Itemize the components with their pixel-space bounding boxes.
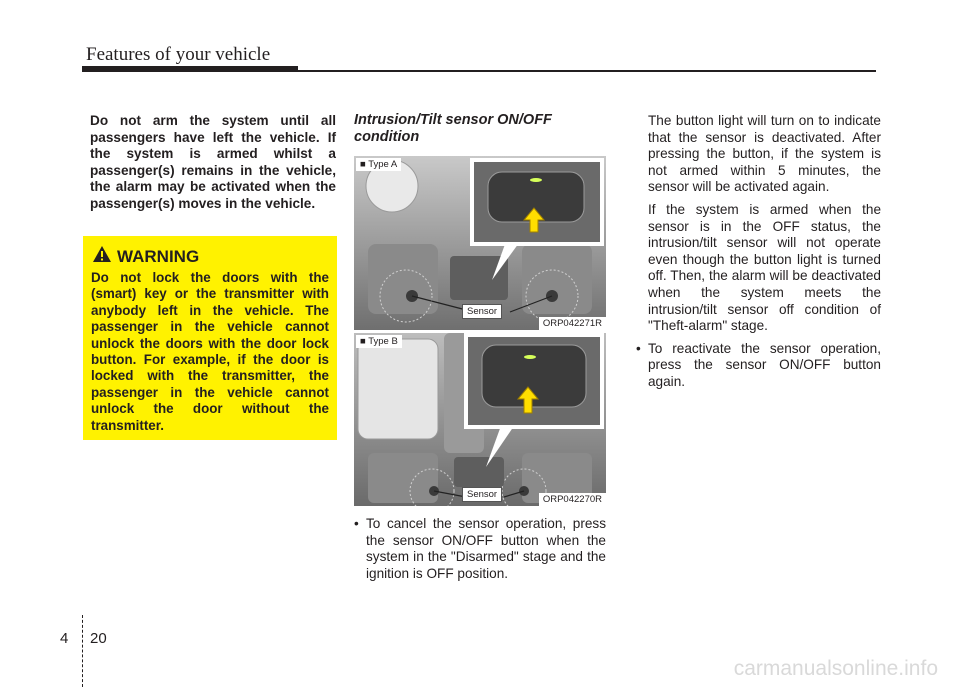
- watermark-text: carmanualsonline.info: [733, 657, 938, 680]
- figure-a-type-label: ■ Type A: [356, 158, 402, 171]
- footer-divider: [82, 615, 83, 687]
- warning-body: Do not lock the doors with the (smart) k…: [91, 270, 329, 433]
- figure-b-type-label: ■ Type B: [356, 335, 402, 348]
- page-number: 20: [90, 630, 107, 647]
- figure-type-b: ■ Type B Sensor ORP042270R: [354, 333, 606, 506]
- section-heading: Intrusion/Tilt sensor ON/OFF condition: [354, 112, 552, 145]
- warning-triangle-icon: [93, 246, 111, 267]
- figure-a-sensor-label: Sensor: [462, 304, 503, 319]
- bullet-cancel-text: To cancel the sensor operation, press th…: [366, 516, 606, 581]
- column-left: Do not arm the system until all passenge…: [90, 113, 336, 213]
- warning-heading: WARNING: [93, 246, 199, 267]
- warning-title: WARNING: [117, 246, 200, 266]
- bullet-reactivate-sensor: • To reactivate the sensor operation, pr…: [636, 341, 881, 391]
- bullet-dot: •: [636, 340, 641, 356]
- chapter-number: 4: [60, 630, 69, 647]
- button-light-paragraph: The button light will turn on to indicat…: [648, 113, 881, 195]
- bullet-dot: •: [354, 516, 359, 531]
- figure-type-a: ■ Type A Sensor ORP042271R: [354, 156, 606, 330]
- figure-b-sensor-label: Sensor: [462, 487, 503, 502]
- figure-b-code: ORP042270R: [538, 493, 606, 506]
- armed-off-status-paragraph: If the system is armed when the sensor i…: [648, 201, 881, 334]
- overhead-console-type-a-illustration: [354, 156, 606, 330]
- bullet-cancel-sensor: • To cancel the sensor operation, press …: [354, 516, 606, 582]
- overhead-console-type-b-illustration: [354, 333, 606, 506]
- page-header-title: Features of your vehicle: [86, 44, 271, 65]
- column-right: The button light will turn on to indicat…: [636, 113, 881, 391]
- warning-box: WARNING Do not lock the doors with the (…: [83, 236, 337, 440]
- bullet-reactivate-text: To reactivate the sensor operation, pres…: [648, 340, 881, 389]
- intro-paragraph: Do not arm the system until all passenge…: [90, 113, 336, 211]
- figure-a-code: ORP042271R: [538, 317, 606, 330]
- header-rule-thin: [298, 70, 876, 72]
- header-rule-thick: [82, 66, 298, 72]
